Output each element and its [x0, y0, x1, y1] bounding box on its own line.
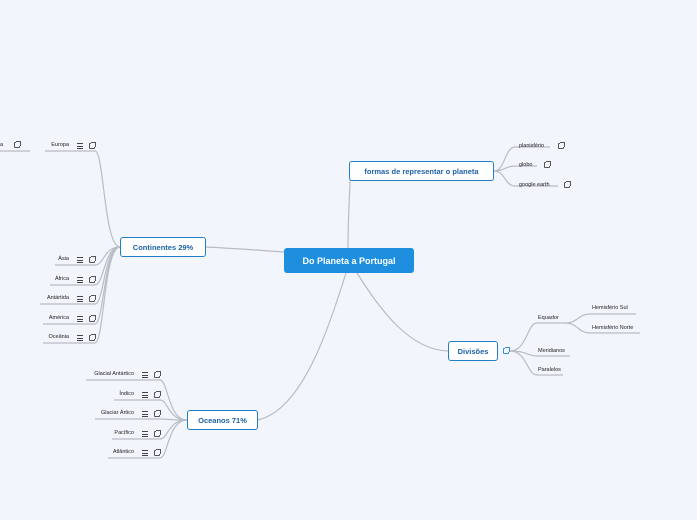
notes-icon[interactable] — [77, 296, 83, 302]
leaf-asia[interactable]: Ásia — [58, 256, 69, 262]
link-icon[interactable] — [503, 347, 510, 354]
link-icon[interactable] — [564, 181, 571, 188]
notes-icon[interactable] — [77, 143, 83, 149]
link-icon[interactable] — [154, 449, 161, 456]
link-icon[interactable] — [89, 315, 96, 322]
notes-icon[interactable] — [142, 450, 148, 456]
branch-divisoes-label: Divisões — [457, 346, 489, 356]
link-icon[interactable] — [544, 161, 551, 168]
branch-continentes[interactable]: Continentes 29% — [120, 237, 206, 257]
notes-icon[interactable] — [142, 372, 148, 378]
leaf-globo[interactable]: globo — [519, 162, 533, 168]
leaf-indico[interactable]: Índico — [119, 391, 134, 397]
link-icon[interactable] — [89, 256, 96, 263]
notes-icon[interactable] — [77, 277, 83, 283]
link-icon[interactable] — [558, 142, 565, 149]
link-icon[interactable] — [89, 142, 96, 149]
leaf-glaciar-artico[interactable]: Glaciar Ártico — [100, 410, 134, 416]
leaf-atlantico[interactable]: Atlântico — [112, 449, 134, 455]
notes-icon[interactable] — [77, 316, 83, 322]
leaf-planisferio[interactable]: planisfério — [519, 143, 545, 149]
link-icon[interactable] — [89, 295, 96, 302]
notes-icon[interactable] — [142, 411, 148, 417]
root-topic[interactable]: Do Planeta a Portugal — [284, 248, 414, 273]
leaf-europa[interactable]: Europa — [51, 142, 69, 148]
branch-divisoes[interactable]: Divisões — [448, 341, 498, 361]
leaf-equador[interactable]: Equador — [538, 315, 559, 321]
notes-icon[interactable] — [77, 257, 83, 263]
link-icon[interactable] — [89, 276, 96, 283]
branch-continentes-label: Continentes 29% — [132, 242, 194, 252]
link-icon[interactable] — [154, 371, 161, 378]
leaf-glacial-antartico[interactable]: Glacial Antártico — [94, 371, 134, 377]
link-icon[interactable] — [154, 391, 161, 398]
branch-oceanos[interactable]: Oceanos 71% — [187, 410, 258, 430]
leaf-oceania[interactable]: Oceânia — [48, 334, 70, 340]
leaf-google-earth[interactable]: google earth — [519, 182, 550, 188]
leaf-pacifico[interactable]: Pacífico — [114, 430, 134, 436]
notes-icon[interactable] — [77, 335, 83, 341]
branch-formas-label: formas de representar o planeta — [364, 166, 479, 176]
root-topic-label: Do Planeta a Portugal — [302, 255, 396, 266]
link-icon[interactable] — [14, 141, 21, 148]
leaf-america[interactable]: América — [48, 315, 69, 321]
link-icon[interactable] — [154, 430, 161, 437]
leaf-hemisferio-sul[interactable]: Hemisfério Sul — [592, 305, 628, 311]
notes-icon[interactable] — [142, 431, 148, 437]
link-icon[interactable] — [89, 334, 96, 341]
leaf-hemisferio-norte[interactable]: Hemisfério Norte — [592, 325, 634, 331]
leaf-paralelos[interactable]: Paralelos — [538, 367, 561, 373]
leaf-africa[interactable]: África — [54, 276, 69, 282]
link-icon[interactable] — [154, 410, 161, 417]
leaf-antartida[interactable]: Antártida — [46, 295, 69, 301]
notes-icon[interactable] — [142, 392, 148, 398]
leaf-meridianos[interactable]: Meridianos — [538, 348, 565, 354]
leaf-cut-off[interactable]: a — [0, 142, 4, 148]
branch-formas[interactable]: formas de representar o planeta — [349, 161, 494, 181]
branch-oceanos-label: Oceanos 71% — [198, 415, 247, 425]
